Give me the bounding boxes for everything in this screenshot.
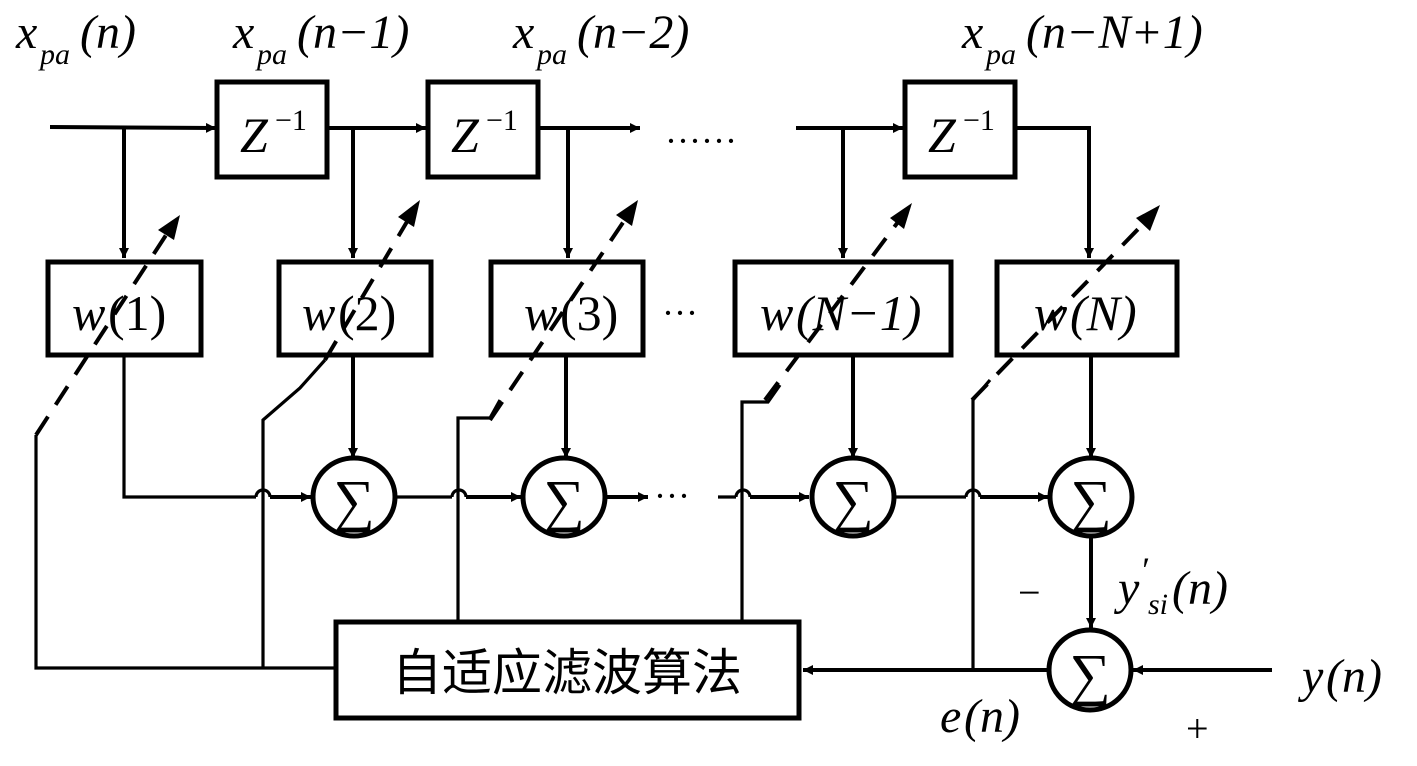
weight-output-1 [122,355,256,499]
error-label-arg: (n) [964,690,1020,743]
feedback-line-N-1 [740,384,782,622]
summer-row: ∑ ∑ ··· ∑ ∑ [310,455,1135,539]
delay-block-1-base: Z [240,107,269,163]
feedback-line-1 [34,435,336,670]
weight-block-3-var: w [524,285,557,341]
weight-block-2-var: w [302,285,335,341]
tap-label-2-var: x [512,6,534,59]
weight-outputs [122,355,1096,502]
tap-label-3-sub: pa [984,38,1016,71]
adapt-arrow-N-1 [763,220,900,402]
summer-2-symbol: ∑ [333,468,374,533]
delay-block-N [902,79,1018,180]
tap-label-2: x pa (n−2) [512,6,689,71]
feedback-line-2 [261,358,327,668]
input-arrow [49,122,217,133]
delay-block-1 [214,79,330,180]
weight-block-3-arg: (3) [560,285,618,341]
adaptation-arrows [34,200,1160,437]
output-label-prime: ′ [1140,550,1149,590]
adapt-arrowhead-1 [158,215,180,240]
delay-block-2 [425,79,541,180]
delay-block-1-exp: −1 [275,104,307,137]
adapt-arrowhead-N-1 [890,203,912,229]
reference-label: y (n) [1297,650,1382,703]
output-label-var: y [1113,562,1140,615]
tap-label-0-var: x [15,6,37,59]
weight-block-1-var: w [72,285,105,341]
error-summer-symbol: ∑ [1069,642,1110,707]
weight-block-N [994,259,1180,358]
tap-label-2-arg: (n−2) [577,6,689,59]
tap-label-3-var: x [961,6,983,59]
weight-block-2-arg: (2) [338,285,396,341]
reference-label-arg: (n) [1326,650,1382,703]
hop-over-1 [254,488,272,498]
adapt-arrow-2 [323,218,410,362]
sum-ellipsis: ··· [654,476,690,516]
weight-block-3 [488,259,646,358]
tap-label-0: x pa (n) [15,6,136,71]
weight-block-1 [45,259,204,358]
feedback-line-3 [456,399,502,622]
tap-label-2-sub: pa [535,38,567,71]
tap-label-1-arg: (n−1) [297,6,409,59]
algorithm-label: 自适应滤波算法 [392,644,742,702]
adapt-arrow-N [970,220,1147,402]
weight-block-1-arg: (1) [108,285,166,341]
tap-label-1-var: x [232,6,254,59]
tap-arrows [119,128,848,258]
tap-label-1: x pa (n−1) [232,6,409,71]
tap-label-0-arg: (n) [80,6,136,59]
feedback-line-N [971,378,992,668]
weight-ellipsis: ··· [662,293,698,333]
output-label-arg: (n) [1172,562,1228,615]
error-label-var: e [940,690,961,743]
error-path: − y ′ si (n) ∑ y (n) + e (n) [803,536,1382,751]
summer-3-symbol: ∑ [543,468,584,533]
feedback-lines [34,358,992,670]
tap-arrow-N [1015,126,1094,258]
adapt-arrow-1 [34,230,170,437]
minus-sign: − [1018,570,1041,615]
delay-block-2-base: Z [451,107,480,163]
plus-sign: + [1186,706,1209,751]
weight-row: w (1) w (2) w (3) ··· w (N−1) w (N) [45,259,1180,358]
algorithm-box [333,619,802,721]
tap-label-3: x pa (n−N+1) [961,6,1203,71]
hop-over-4 [964,488,982,498]
tap-label-3-arg: (n−N+1) [1026,6,1203,59]
weight-block-N-var: w [1034,285,1067,341]
output-label: y ′ si (n) [1113,550,1228,621]
hop-over-2 [450,488,468,498]
hop-over-3 [734,488,752,498]
tap-label-0-sub: pa [38,38,70,71]
weight-block-N-1-var: w [760,285,793,341]
error-label: e (n) [940,690,1020,743]
weight-block-N-1 [732,259,954,358]
weight-block-N-arg: (N) [1070,285,1137,341]
tap-label-1-sub: pa [255,38,287,71]
adapt-arrow-3 [488,216,628,422]
output-label-sub: si [1148,588,1168,621]
delay-line: Z −1 Z −1 ······ Z −1 [49,79,1094,258]
summer-N-symbol: ∑ [1070,468,1111,533]
delay-block-N-base: Z [928,107,957,163]
delay-ellipsis: ······ [665,121,737,161]
delay-block-N-exp: −1 [963,104,995,137]
reference-label-var: y [1297,650,1324,703]
summer-N-1-symbol: ∑ [832,468,873,533]
delay-block-2-exp: −1 [486,104,518,137]
adapt-arrowhead-3 [616,200,638,226]
adapt-arrowhead-2 [398,200,420,227]
algorithm-block: 自适应滤波算法 [333,619,802,721]
adapt-arrowhead-N [1136,205,1160,231]
